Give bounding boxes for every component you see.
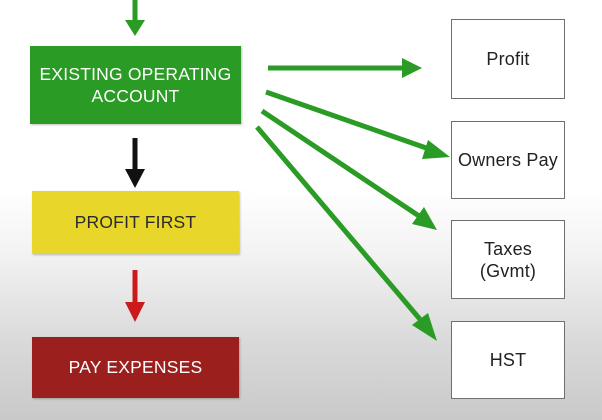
taxes-label: Taxes (Gvmt) [479, 238, 537, 281]
profit-first-box: PROFIT FIRST [32, 191, 239, 254]
owners-pay-box: Owners Pay [451, 121, 565, 199]
arrow-to-hst-icon [255, 125, 437, 341]
arrow-to-profit-first-icon [125, 138, 145, 188]
hst-box: HST [451, 321, 565, 399]
pay-expenses-box: PAY EXPENSES [32, 337, 239, 398]
arrow-to-owners-pay-icon [265, 89, 450, 159]
pay-expenses-label: PAY EXPENSES [68, 357, 203, 377]
arrow-to-taxes-icon [260, 108, 437, 230]
taxes-box: Taxes (Gvmt) [451, 220, 565, 299]
hst-label: HST [489, 350, 527, 370]
profit-box: Profit [451, 19, 565, 99]
incoming-arrow-icon [125, 0, 145, 36]
arrow-to-profit-icon [268, 58, 422, 78]
existing-operating-account-box: EXISTING OPERATING ACCOUNT [30, 46, 241, 124]
profit-first-label: PROFIT FIRST [74, 212, 197, 232]
arrow-to-pay-expenses-icon [125, 270, 145, 322]
existing-operating-account-label: EXISTING OPERATING ACCOUNT [39, 64, 232, 106]
profit-label: Profit [486, 49, 530, 69]
owners-pay-label: Owners Pay [457, 150, 559, 170]
